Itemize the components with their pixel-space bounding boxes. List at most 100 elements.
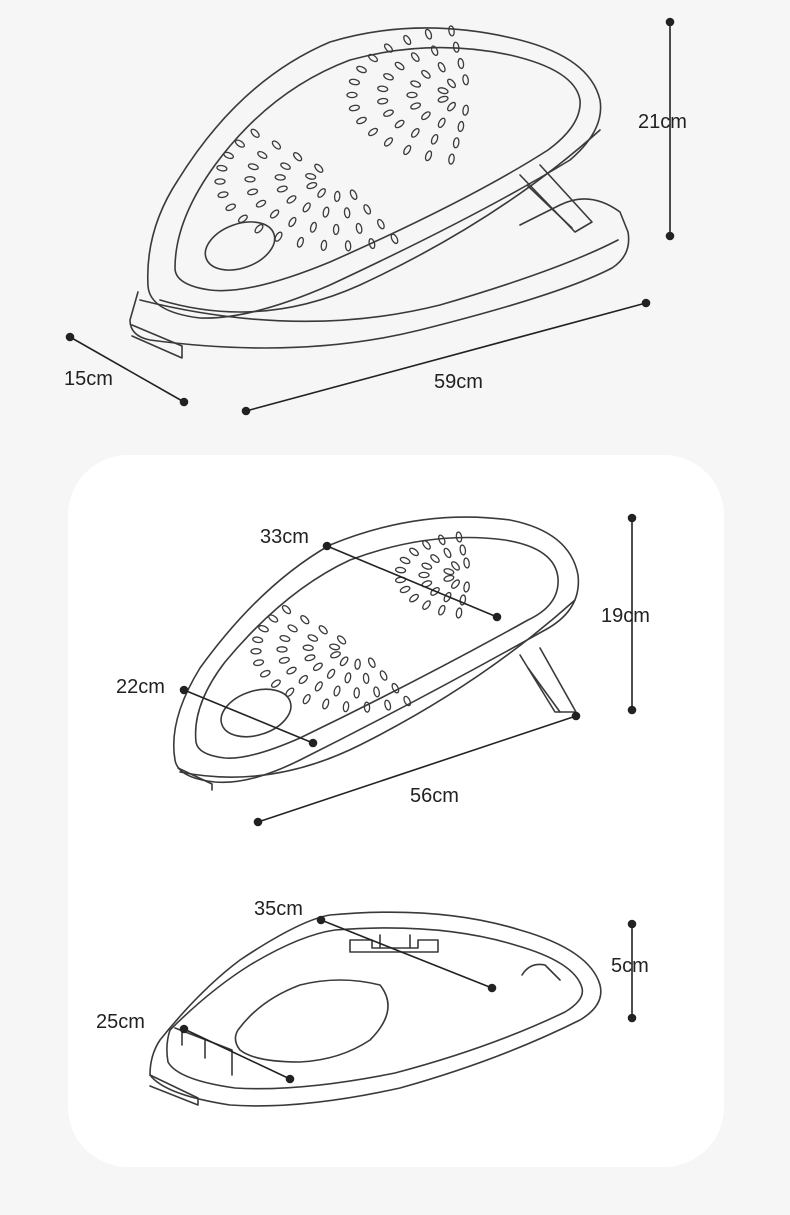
seat-bottom-width-label: 22cm	[116, 676, 165, 698]
drain-hole	[270, 138, 283, 152]
drain-hole	[224, 202, 237, 213]
drain-hole	[355, 64, 368, 75]
drain-hole	[308, 221, 319, 234]
drain-hole	[214, 178, 226, 185]
drain-hole	[354, 222, 364, 235]
drain-hole	[456, 120, 465, 133]
drain-hole	[436, 116, 448, 130]
drain-hole	[301, 201, 313, 214]
full-length-label: 59cm	[434, 371, 483, 393]
drain-hole	[393, 118, 406, 130]
seat-top-width-label: 33cm	[260, 526, 309, 548]
drain-hole	[256, 149, 269, 161]
full-assembly-holes	[214, 24, 470, 252]
drain-hole	[382, 71, 395, 82]
drain-hole	[274, 173, 287, 182]
drain-hole	[321, 205, 331, 219]
lower-panel	[68, 455, 724, 1167]
drain-hole	[249, 127, 262, 140]
drain-hole	[436, 86, 450, 96]
seat-inner-rim	[174, 46, 581, 292]
drain-hole	[233, 138, 247, 150]
base-right-notch	[521, 963, 561, 981]
base-handle	[149, 1074, 199, 1106]
drain-hole	[305, 180, 319, 191]
drain-hole	[268, 208, 281, 220]
drain-hole	[343, 206, 351, 219]
drain-hole	[447, 24, 456, 37]
drain-hole	[273, 230, 284, 243]
seat-head-pad	[204, 221, 276, 271]
drain-hole	[389, 232, 400, 246]
drain-hole	[320, 239, 328, 252]
drain-hole	[279, 161, 292, 172]
drain-hole	[215, 164, 228, 173]
seat-top-inner-rim	[194, 536, 559, 759]
drain-hole	[247, 162, 260, 172]
base-dimensions	[179, 915, 637, 1084]
drain-hole	[419, 68, 433, 81]
drain-hole	[393, 60, 406, 72]
drain-hole	[222, 150, 235, 161]
full-assembly-view	[129, 27, 630, 359]
base-tray-rim	[139, 239, 619, 323]
drain-hole	[285, 193, 298, 206]
base-top-bracket	[349, 939, 439, 953]
drain-hole	[382, 135, 395, 148]
base-top-width-label: 35cm	[254, 898, 303, 920]
drain-hole	[246, 187, 259, 197]
drain-hole	[409, 101, 422, 111]
drain-hole	[315, 186, 328, 200]
base-outline	[149, 911, 602, 1107]
drain-hole	[312, 162, 325, 175]
base-handle-left	[131, 324, 183, 359]
drain-hole	[333, 190, 341, 203]
drain-hole	[409, 79, 422, 89]
drain-hole	[291, 150, 304, 163]
drain-hole	[254, 198, 268, 210]
drain-hole	[406, 91, 418, 99]
seat-top-support-leg	[519, 647, 577, 713]
drain-hole	[429, 133, 440, 146]
drain-hole	[376, 97, 389, 106]
drain-hole	[461, 104, 470, 117]
drain-hole	[436, 94, 450, 104]
drain-hole	[452, 136, 461, 149]
drain-hole	[447, 153, 456, 166]
drain-hole	[461, 73, 470, 86]
seat-body-outline	[146, 27, 602, 319]
drain-hole	[344, 240, 352, 252]
base-view	[149, 911, 602, 1107]
drain-hole	[304, 172, 317, 181]
drain-hole	[286, 215, 298, 229]
seat-top-dimensions	[179, 513, 637, 827]
drain-hole	[445, 77, 458, 90]
base-height-label: 5cm	[611, 955, 649, 977]
drain-hole	[332, 223, 340, 236]
drain-hole	[361, 203, 373, 216]
drain-hole	[276, 184, 289, 194]
drain-hole	[295, 236, 306, 249]
seat-top-outline	[172, 516, 580, 784]
seat-top-handle	[177, 767, 213, 791]
base-cradle	[234, 979, 389, 1063]
support-leg	[519, 164, 593, 233]
full-height-label: 21cm	[638, 111, 687, 133]
drain-hole	[348, 188, 359, 201]
drain-hole	[423, 27, 434, 41]
drain-hole	[436, 60, 448, 74]
drain-hole	[419, 109, 433, 122]
drain-hole	[376, 84, 389, 93]
drain-hole	[423, 149, 434, 163]
seat-top-edge	[179, 599, 576, 778]
drain-hole	[409, 126, 422, 140]
seat-top-head-pad	[220, 688, 292, 738]
full-assembly-dimensions	[65, 17, 675, 416]
seat-edge	[159, 129, 601, 313]
drain-hole	[366, 126, 380, 138]
drain-hole	[253, 222, 265, 235]
drain-hole	[429, 44, 440, 57]
base-inner-rim	[166, 927, 584, 1090]
drain-hole	[401, 143, 413, 157]
drain-hole	[445, 100, 458, 113]
